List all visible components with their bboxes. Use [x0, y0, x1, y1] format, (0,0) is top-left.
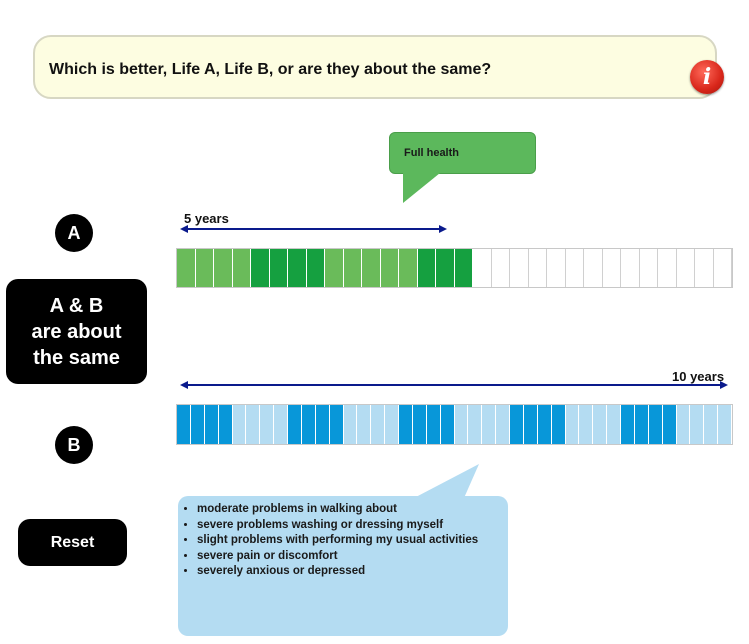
same-button-line-2: are about: [31, 320, 122, 343]
life-b-cell: [496, 405, 510, 444]
life-a-cell: [565, 249, 584, 287]
health-state-list: moderate problems in walking about sever…: [178, 502, 478, 580]
life-a-cell: [232, 249, 251, 287]
life-b-cell: [412, 405, 427, 444]
life-b-duration-label: 10 years: [672, 369, 725, 384]
life-a-cell: [639, 249, 658, 287]
life-b-cell: [718, 405, 732, 444]
life-b-cell: [246, 405, 261, 444]
life-a-cell: [288, 249, 307, 287]
life-b-cell: [385, 405, 399, 444]
life-b-cell: [260, 405, 275, 444]
life-b-cell: [371, 405, 386, 444]
life-a-cell: [528, 249, 547, 287]
life-b-cell: [593, 405, 608, 444]
health-state-item: severe problems washing or dressing myse…: [197, 518, 478, 534]
bubble-tail-icon: [403, 173, 440, 203]
life-b-cell: [288, 405, 302, 444]
life-b-cell: [621, 405, 635, 444]
life-b-cell: [204, 405, 219, 444]
life-b-duration-arrow: [180, 381, 728, 389]
same-button[interactable]: A & B are about the same: [6, 279, 147, 384]
life-b-cell: [537, 405, 552, 444]
life-b-cell: [634, 405, 649, 444]
life-b-cell: [315, 405, 330, 444]
life-b-cell: [662, 405, 677, 444]
health-state-bubble: moderate problems in walking about sever…: [178, 496, 508, 636]
life-b-cell: [704, 405, 719, 444]
life-b-cell: [301, 405, 316, 444]
life-b-cell: [190, 405, 205, 444]
full-health-bubble: Full health: [389, 132, 536, 174]
life-b-cell: [523, 405, 538, 444]
health-state-item: slight problems with performing my usual…: [197, 533, 478, 549]
question-box: Which is better, Life A, Life B, or are …: [33, 35, 717, 99]
life-b-cell: [468, 405, 483, 444]
life-b-button[interactable]: B: [55, 426, 93, 464]
life-a-cell: [251, 249, 270, 287]
life-a-cell: [547, 249, 566, 287]
life-b-health-bar: [176, 404, 733, 445]
life-a-cell: [491, 249, 510, 287]
health-state-item: moderate problems in walking about: [197, 502, 478, 518]
life-b-cell: [357, 405, 372, 444]
info-icon[interactable]: i: [690, 60, 724, 94]
same-button-line-3: the same: [33, 346, 120, 369]
same-button-line-1: A & B: [49, 294, 104, 317]
life-b-cell: [690, 405, 705, 444]
life-b-cell: [440, 405, 455, 444]
bubble-tail-icon: [414, 464, 479, 498]
life-a-cell: [195, 249, 214, 287]
life-a-cell: [584, 249, 603, 287]
life-a-cell: [380, 249, 399, 287]
life-b-cell: [579, 405, 594, 444]
life-a-cell: [436, 249, 455, 287]
life-b-cell: [551, 405, 566, 444]
health-state-item: severe pain or discomfort: [197, 549, 478, 565]
life-a-cell: [602, 249, 621, 287]
life-b-cell: [329, 405, 344, 444]
life-a-cell: [621, 249, 640, 287]
life-a-duration-label: 5 years: [184, 211, 229, 226]
life-a-cell: [177, 249, 196, 287]
life-b-cell: [648, 405, 663, 444]
life-a-cell: [214, 249, 233, 287]
full-health-label: Full health: [404, 147, 459, 159]
life-b-cell: [676, 405, 691, 444]
life-b-cell: [232, 405, 247, 444]
life-a-cell: [399, 249, 418, 287]
health-state-item: severely anxious or depressed: [197, 564, 478, 580]
life-b-cell: [607, 405, 621, 444]
life-b-cell: [218, 405, 233, 444]
life-a-cell: [417, 249, 436, 287]
life-a-health-bar: [176, 248, 733, 288]
life-b-cell: [177, 405, 191, 444]
life-a-cell: [306, 249, 325, 287]
life-b-cell: [510, 405, 524, 444]
life-b-cell: [343, 405, 358, 444]
question-text: Which is better, Life A, Life B, or are …: [49, 61, 492, 78]
reset-button[interactable]: Reset: [18, 519, 127, 566]
life-b-cell: [565, 405, 580, 444]
life-a-cell: [473, 249, 492, 287]
life-a-cell: [658, 249, 677, 287]
life-a-cell: [269, 249, 288, 287]
life-a-cell: [713, 249, 732, 287]
life-a-cell: [454, 249, 473, 287]
life-b-cell: [426, 405, 441, 444]
life-a-cell: [510, 249, 529, 287]
life-a-cell: [676, 249, 695, 287]
life-b-cell: [482, 405, 497, 444]
life-a-button[interactable]: A: [55, 214, 93, 252]
life-a-cell: [362, 249, 381, 287]
life-a-cell: [325, 249, 344, 287]
life-b-cell: [454, 405, 469, 444]
life-b-cell: [274, 405, 288, 444]
life-b-cell: [399, 405, 413, 444]
life-a-cell: [695, 249, 714, 287]
life-a-duration-arrow: [180, 225, 447, 233]
life-a-cell: [343, 249, 362, 287]
